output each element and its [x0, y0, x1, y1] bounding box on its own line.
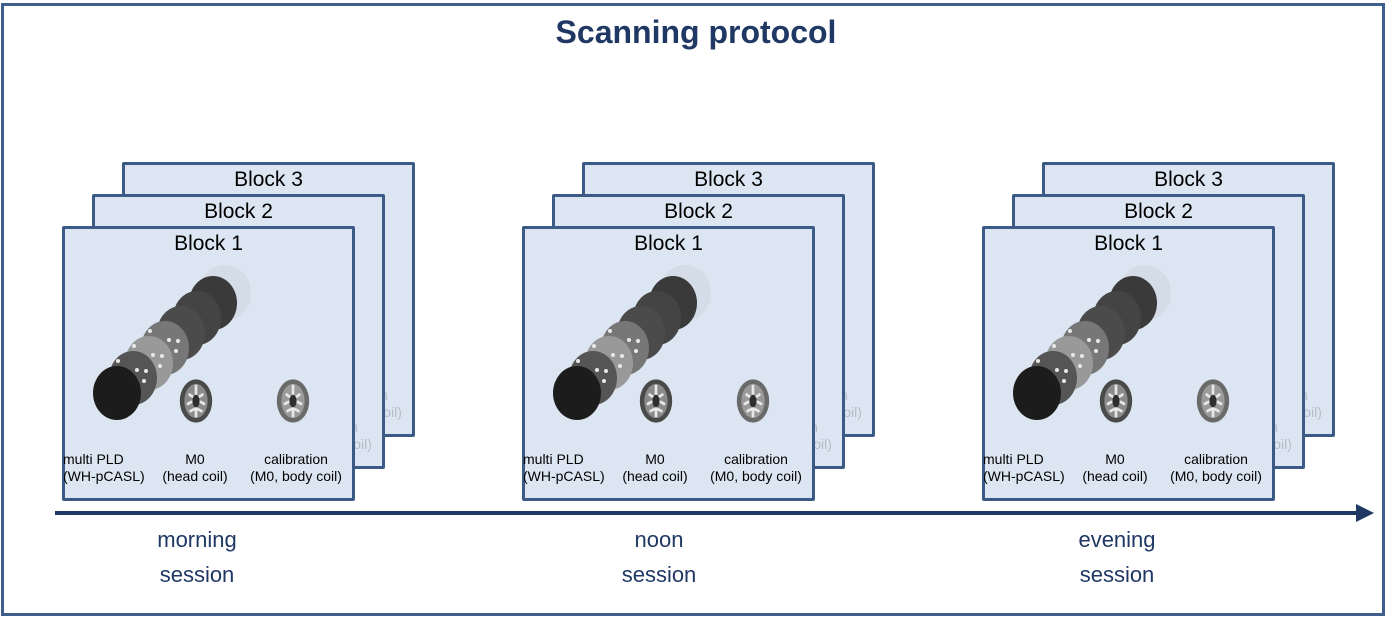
- diagram-title: Scanning protocol: [555, 14, 837, 50]
- scan-caption-line2: (WH-pCASL): [523, 468, 605, 484]
- scan-caption-line2: (head coil): [162, 468, 228, 484]
- multi-pld-brain-series-icon: [85, 263, 255, 428]
- scan-caption-line1: multi PLD: [523, 451, 584, 467]
- scan-caption-line1: M0: [1105, 451, 1125, 467]
- block-label: Block 3: [234, 168, 303, 191]
- block-card-1: Block 1 multi PLD(WH-pCASL) M0(head coil) c…: [522, 226, 815, 501]
- block-card-1: Block 1 multi PLD(WH-pCASL) M0(head coil) c…: [982, 226, 1275, 501]
- brain-axial-slice-icon: [1098, 377, 1134, 430]
- scan-caption-line2: (WH-pCASL): [63, 468, 145, 484]
- multi-pld-brain-series-icon: [545, 263, 715, 428]
- brain-axial-slice-icon: [1195, 377, 1231, 430]
- session-word: session: [159, 562, 235, 587]
- timeline-axis: [55, 511, 1360, 515]
- scan-caption: M0(head coil): [621, 451, 689, 485]
- block-label: Block 2: [1124, 200, 1193, 223]
- scan-caption-line2: (head coil): [1082, 468, 1148, 484]
- scan-caption-line1: multi PLD: [63, 451, 124, 467]
- scan-caption-line2: (head coil): [622, 468, 688, 484]
- brain-axial-slice-icon: [275, 377, 311, 430]
- brain-axial-slice-icon: [178, 377, 214, 430]
- scan-caption: multi PLD(WH-pCASL): [983, 451, 1065, 485]
- session-label: noon session: [559, 522, 759, 592]
- brain-axial-slice-icon: [638, 377, 674, 430]
- scan-caption: multi PLD(WH-pCASL): [523, 451, 605, 485]
- block-label: Block 1: [1094, 232, 1163, 255]
- session-name: morning: [157, 527, 237, 552]
- session-name: evening: [1078, 527, 1156, 552]
- scan-caption-line2: (M0, body coil): [250, 468, 342, 484]
- scan-caption: M0(head coil): [1081, 451, 1149, 485]
- scan-caption-line1: calibration: [1184, 451, 1248, 467]
- scan-caption: M0(head coil): [161, 451, 229, 485]
- session-name: noon: [634, 527, 684, 552]
- block-label: Block 3: [1154, 168, 1223, 191]
- block-label: Block 1: [174, 232, 243, 255]
- scan-caption: calibration(M0, body coil): [243, 451, 349, 485]
- session-word: session: [1079, 562, 1155, 587]
- session-word: session: [621, 562, 697, 587]
- brain-axial-slice-icon: [735, 377, 771, 430]
- scan-caption: calibration(M0, body coil): [703, 451, 809, 485]
- session-label: morning session: [97, 522, 297, 592]
- session-label: evening session: [1017, 522, 1217, 592]
- scan-caption: calibration(M0, body coil): [1163, 451, 1269, 485]
- scan-caption-line1: calibration: [264, 451, 328, 467]
- arrow-right-icon: [1356, 504, 1374, 522]
- scan-caption-line1: M0: [645, 451, 665, 467]
- block-label: Block 1: [634, 232, 703, 255]
- block-label: Block 3: [694, 168, 763, 191]
- scan-caption-line1: multi PLD: [983, 451, 1044, 467]
- block-label: Block 2: [204, 200, 273, 223]
- scan-caption-line2: (WH-pCASL): [983, 468, 1065, 484]
- block-card-1: Block 1 multi PLD(WH-pCASL) M0(head coil) c…: [62, 226, 355, 501]
- scan-caption: multi PLD(WH-pCASL): [63, 451, 145, 485]
- scan-caption-line1: M0: [185, 451, 205, 467]
- scan-caption-line2: (M0, body coil): [710, 468, 802, 484]
- multi-pld-brain-series-icon: [1005, 263, 1175, 428]
- scan-caption-line1: calibration: [724, 451, 788, 467]
- scan-caption-line2: (M0, body coil): [1170, 468, 1262, 484]
- block-label: Block 2: [664, 200, 733, 223]
